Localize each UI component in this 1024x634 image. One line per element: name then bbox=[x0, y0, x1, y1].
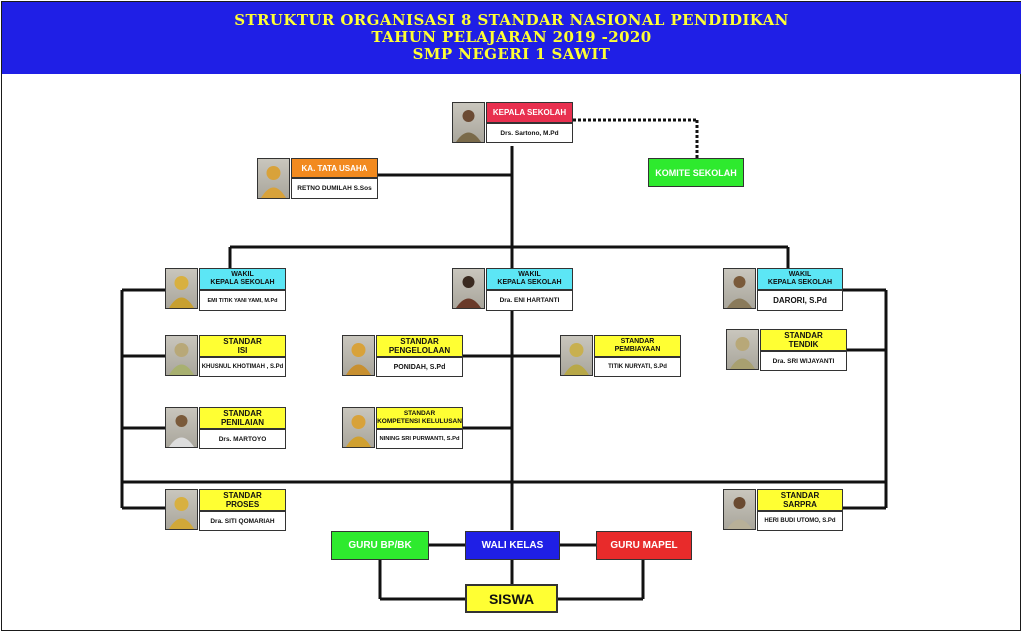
person-icon bbox=[456, 110, 481, 142]
standar-pengelolaan-name: PONIDAH, S.Pd bbox=[376, 357, 463, 377]
header-year: TAHUN PELAJARAN 2019 -2020 bbox=[371, 28, 652, 46]
standar-pengelolaan-photo bbox=[342, 335, 375, 376]
person-icon bbox=[261, 166, 286, 198]
guru-mapel-box: GURU MAPEL bbox=[596, 531, 692, 560]
standar-pengelolaan-title: STANDAR PENGELOLAAN bbox=[376, 335, 463, 357]
wakil-1-photo bbox=[165, 268, 198, 309]
standar-penilaian-name: Drs. MARTOYO bbox=[199, 429, 286, 449]
person-icon bbox=[730, 337, 755, 369]
person-icon bbox=[727, 276, 752, 308]
standar-kompetensi-name: NINING SRI PURWANTI, S.Pd bbox=[376, 429, 463, 449]
kepala-sekolah-photo bbox=[452, 102, 485, 143]
person-icon bbox=[169, 497, 194, 529]
wakil-2-name: Dra. ENI HARTANTI bbox=[486, 290, 573, 311]
wakil-2-title: WAKIL KEPALA SEKOLAH bbox=[486, 268, 573, 290]
siswa-box: SISWA bbox=[465, 584, 558, 613]
kepala-sekolah-title: KEPALA SEKOLAH bbox=[486, 102, 573, 123]
wakil-3-title: WAKIL KEPALA SEKOLAH bbox=[757, 268, 843, 290]
person-icon bbox=[564, 343, 589, 375]
person-icon bbox=[169, 343, 194, 375]
wali-kelas-box: WALI KELAS bbox=[465, 531, 560, 560]
wakil-2-photo bbox=[452, 268, 485, 309]
standar-sarpra-name: HERI BUDI UTOMO, S.Pd bbox=[757, 511, 843, 531]
person-icon bbox=[169, 276, 194, 308]
standar-kompetensi-title: STANDAR KOMPETENSI KELULUSAN bbox=[376, 407, 463, 429]
wakil-3-name: DARORI, S.Pd bbox=[757, 290, 843, 311]
header-title: STRUKTUR ORGANISASI 8 STANDAR NASIONAL P… bbox=[234, 11, 789, 29]
person-icon bbox=[727, 497, 752, 529]
chart-header: STRUKTUR ORGANISASI 8 STANDAR NASIONAL P… bbox=[2, 2, 1021, 74]
guru-bk-box: GURU BP/BK bbox=[331, 531, 429, 560]
kepala-sekolah-name: Drs. Sartono, M.Pd bbox=[486, 123, 573, 143]
standar-proses-title: STANDAR PROSES bbox=[199, 489, 286, 511]
standar-pembiayaan-photo bbox=[560, 335, 593, 376]
standar-isi-title: STANDAR ISI bbox=[199, 335, 286, 357]
tata-usaha-title: KA. TATA USAHA bbox=[291, 158, 378, 178]
standar-tendik-name: Dra. SRI WIJAYANTI bbox=[760, 351, 847, 371]
standar-sarpra-photo bbox=[723, 489, 756, 530]
standar-penilaian-photo bbox=[165, 407, 198, 448]
standar-proses-name: Dra. SITI QOMARIAH bbox=[199, 511, 286, 531]
tata-usaha-name: RETNO DUMILAH S.Sos bbox=[291, 178, 378, 199]
person-icon bbox=[169, 415, 194, 447]
standar-proses-photo bbox=[165, 489, 198, 530]
person-icon bbox=[346, 343, 371, 375]
person-icon bbox=[346, 415, 371, 447]
wakil-1-name: EMI TITIK YANI YAMI, M.Pd bbox=[199, 290, 286, 311]
standar-pembiayaan-name: TITIK NURYATI, S.Pd bbox=[594, 357, 681, 377]
standar-sarpra-title: STANDAR SARPRA bbox=[757, 489, 843, 511]
tata-usaha-photo bbox=[257, 158, 290, 199]
standar-tendik-photo bbox=[726, 329, 759, 370]
person-icon bbox=[456, 276, 481, 308]
standar-isi-photo bbox=[165, 335, 198, 376]
standar-tendik-title: STANDAR TENDIK bbox=[760, 329, 847, 351]
standar-pembiayaan-title: STANDAR PEMBIAYAAN bbox=[594, 335, 681, 357]
header-school: SMP NEGERI 1 SAWIT bbox=[412, 45, 611, 63]
standar-penilaian-title: STANDAR PENILAIAN bbox=[199, 407, 286, 429]
komite-sekolah-box: KOMITE SEKOLAH bbox=[648, 158, 744, 187]
wakil-1-title: WAKIL KEPALA SEKOLAH bbox=[199, 268, 286, 290]
wakil-3-photo bbox=[723, 268, 756, 309]
standar-kompetensi-photo bbox=[342, 407, 375, 448]
standar-isi-name: KHUSNUL KHOTIMAH , S.Pd bbox=[199, 357, 286, 377]
